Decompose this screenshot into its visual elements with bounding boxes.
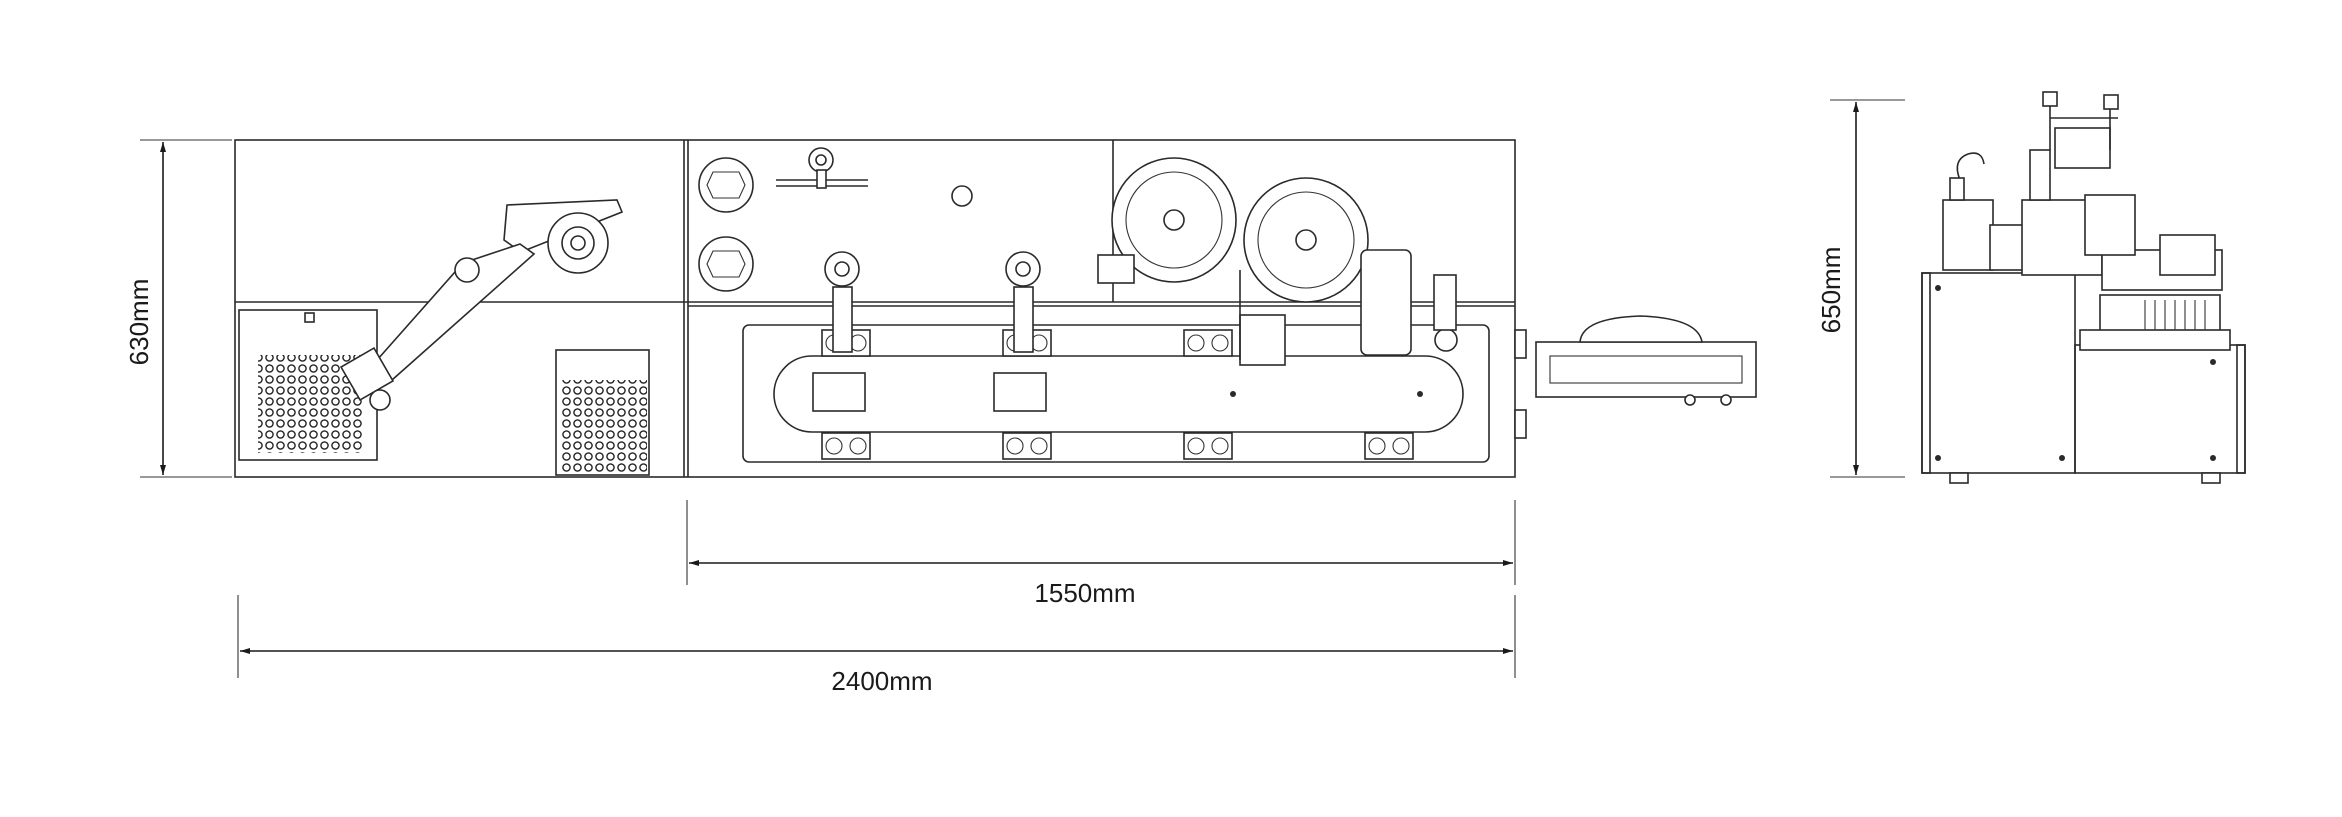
conveyor-belt <box>742 251 1490 463</box>
side-head <box>1514 315 1757 439</box>
top-view-machine <box>234 139 1757 478</box>
robot-arm <box>339 199 624 411</box>
conveyor-pads <box>821 329 1414 460</box>
right-vent-bin <box>555 349 650 476</box>
gripper-1 <box>812 251 866 412</box>
height-right-label: 650mm <box>1816 247 1846 334</box>
dimension-width-inner: 1550mm <box>686 500 1516 608</box>
side-view-machine <box>1921 91 2246 484</box>
dimension-width-total: 2400mm <box>237 595 1516 696</box>
dimension-height-left: 630mm <box>124 139 232 478</box>
grinding-wheels <box>1097 157 1458 366</box>
side-comb <box>2144 300 2206 330</box>
top-fixture <box>776 147 973 207</box>
width-inner-label: 1550mm <box>1034 578 1135 608</box>
gripper-2 <box>993 251 1047 412</box>
height-left-label: 630mm <box>124 279 154 366</box>
gauge-ring <box>698 157 754 292</box>
width-total-label: 2400mm <box>831 666 932 696</box>
dimension-height-right: 650mm <box>1816 99 1905 478</box>
